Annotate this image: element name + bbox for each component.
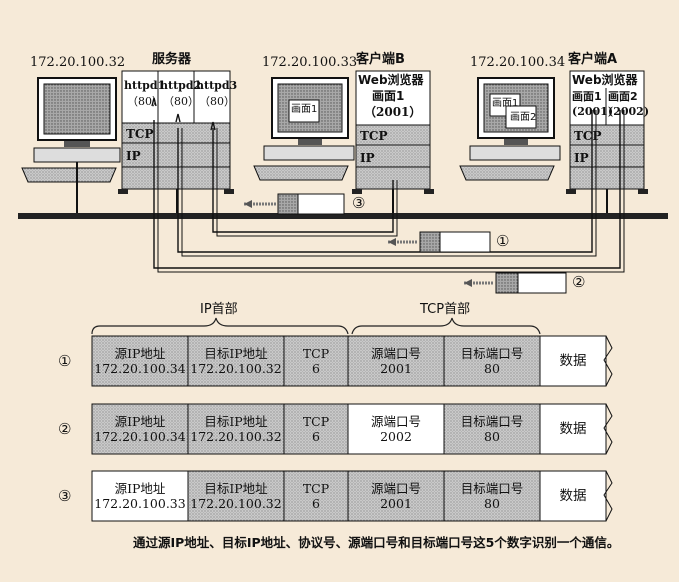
client-a-tcp-layer: TCP	[574, 129, 602, 143]
process-httpd2: httpd2	[160, 79, 202, 92]
client-a-screen-1-port: (2001)	[572, 105, 614, 118]
server-computer	[21, 77, 121, 213]
ip-header-label: IP首部	[200, 302, 238, 317]
row-1-number: ①	[58, 352, 72, 370]
client-a-ip-layer: IP	[574, 151, 589, 165]
row-3-data: 数据	[559, 487, 587, 504]
client-a-screen-2-port: (2002)	[608, 105, 650, 118]
client-b-stack	[352, 70, 434, 213]
process-httpd2-port: （80）	[163, 95, 199, 108]
client-a-computer	[459, 77, 561, 181]
row-2-data: 数据	[559, 420, 587, 437]
client-a-app: Web浏览器	[572, 73, 638, 87]
client-b-ip-layer: IP	[360, 151, 375, 165]
packet-2-marker: ②	[572, 273, 586, 291]
process-httpd1: httpd1	[124, 79, 166, 92]
client-b-title: 客户端B	[356, 52, 405, 67]
client-b-ip: 172.20.100.33	[262, 55, 358, 70]
packet-1-marker: ①	[496, 232, 510, 250]
client-b-screen-1: 画面1	[372, 89, 405, 103]
server-ip-layer: IP	[126, 149, 141, 163]
client-b-monitor-window-1: 画面1	[291, 104, 318, 115]
packet-1	[388, 231, 491, 253]
server-title: 服务器	[152, 52, 192, 67]
server-tcp-layer: TCP	[126, 127, 154, 141]
row-1-data: 数据	[559, 352, 587, 369]
packet-row-1	[91, 335, 613, 387]
server-ip: 172.20.100.32	[30, 55, 126, 70]
client-a-ip: 172.20.100.34	[470, 55, 566, 70]
client-a-screen-1: 画面1	[572, 90, 602, 103]
process-httpd1-port: （80）	[127, 95, 163, 108]
packet-2	[464, 272, 567, 294]
packet-row-3	[91, 470, 613, 522]
header-brackets	[91, 317, 541, 335]
client-b-computer	[253, 77, 355, 181]
process-httpd3: httpd3	[196, 79, 238, 92]
client-a-stack	[566, 70, 648, 213]
server-stack	[118, 70, 234, 213]
process-httpd3-port: （80）	[199, 95, 235, 108]
packet-3-marker: ③	[352, 194, 366, 212]
row-2-number: ②	[58, 420, 72, 438]
client-b-screen-1-port: （2001）	[364, 105, 422, 119]
row-3-number: ③	[58, 487, 72, 505]
packet-row-2	[91, 403, 613, 455]
client-b-app: Web浏览器	[358, 73, 424, 87]
figure-caption: 通过源IP地址、目标IP地址、协议号、源端口号和目标端口号这5个数字识别一个通信…	[133, 535, 620, 550]
packet-3	[244, 193, 345, 215]
packet-paths	[151, 97, 625, 273]
network-cable	[18, 213, 668, 219]
tcp-header-label: TCP首部	[420, 302, 471, 317]
client-b-tcp-layer: TCP	[360, 129, 388, 143]
client-a-monitor-window-2: 画面2	[510, 112, 537, 123]
client-a-monitor-window-1: 画面1	[492, 98, 519, 109]
client-a-screen-2: 画面2	[608, 90, 638, 103]
client-a-title: 客户端A	[568, 52, 618, 67]
